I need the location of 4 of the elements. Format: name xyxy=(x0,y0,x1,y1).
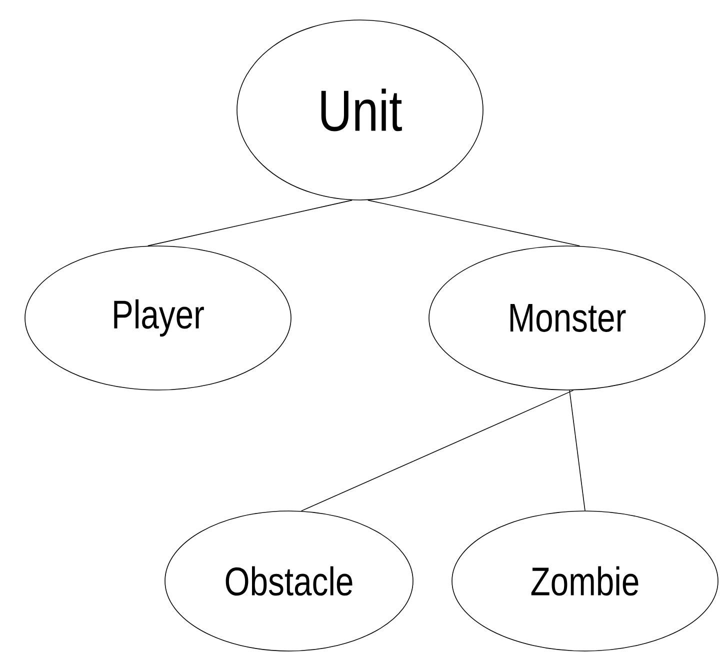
connector-line xyxy=(300,390,574,512)
connector-line xyxy=(368,200,580,246)
connector-line xyxy=(569,390,586,511)
connector-line xyxy=(147,200,353,246)
